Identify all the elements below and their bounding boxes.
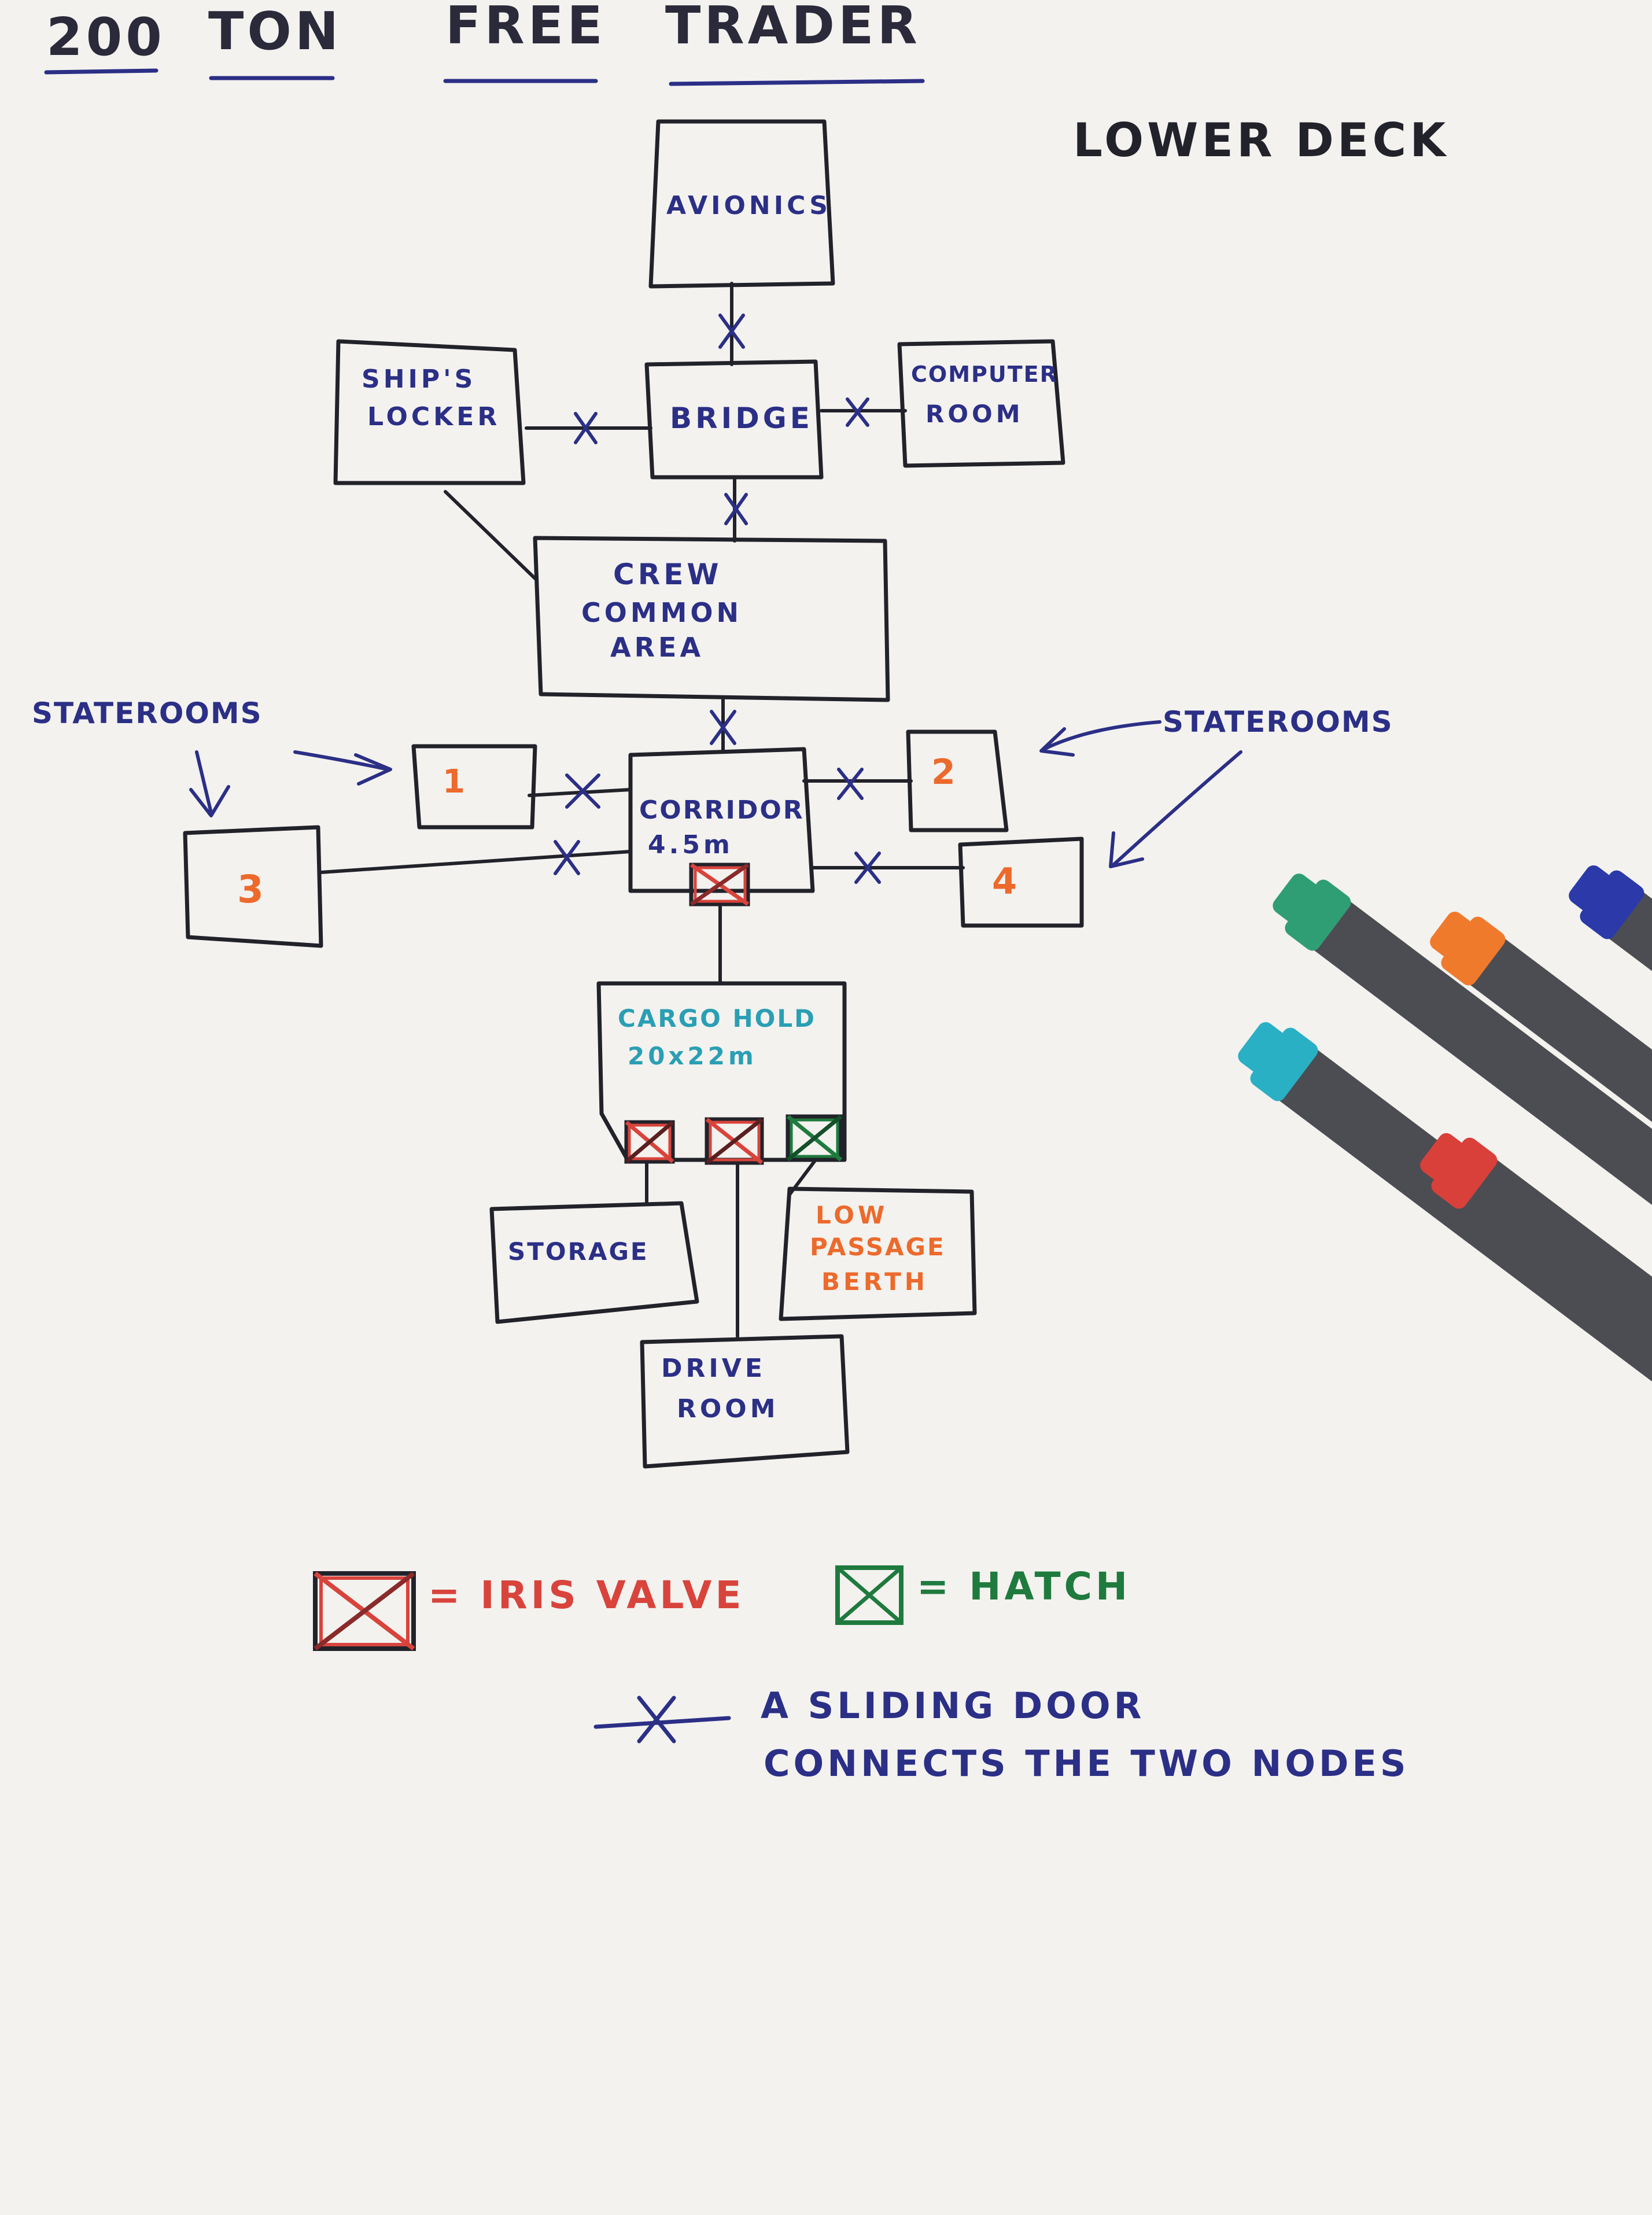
label-crew-1: CREW [613, 558, 722, 591]
label-stateroom-3: 3 [237, 867, 267, 912]
label-drive-room-2: ROOM [677, 1394, 779, 1424]
legend-iris-valve-text: = IRIS VALVE [428, 1573, 745, 1617]
iris-valve-storage [624, 1120, 675, 1164]
pens [1238, 865, 1652, 1495]
label-staterooms-right: STATEROOMS [1163, 705, 1393, 739]
label-cargo-hold-2: 20x22m [628, 1042, 757, 1070]
title-word-4: TRADER [665, 0, 921, 56]
title-word-2: TON [208, 1, 342, 62]
sliding-door-icon [718, 314, 745, 349]
sliding-door-icon [837, 768, 864, 800]
pen-blue [1569, 865, 1652, 1121]
label-low-2: PASSAGE [810, 1233, 946, 1261]
title-word-1: 200 [46, 7, 165, 68]
sliding-door-icon [593, 1696, 731, 1744]
label-crew-2: COMMON [581, 597, 742, 628]
legend: = IRIS VALVE = HATCH A SLIDING DOOR CONN… [313, 1564, 1410, 1785]
room-stateroom-1 [411, 744, 537, 830]
stateroom-callouts: STATEROOMS STATEROOMS [32, 696, 1393, 739]
label-ships-locker-2: LOCKER [367, 402, 500, 432]
label-avionics: AVIONICS [666, 191, 831, 220]
room-storage [489, 1201, 699, 1324]
sliding-doors [554, 314, 881, 884]
room-bridge [644, 359, 824, 480]
arrow-to-stateroom-1 [293, 750, 389, 771]
sliding-door-icon [565, 773, 600, 809]
pen-green [1273, 874, 1652, 1341]
room-low-passage-berth [779, 1186, 977, 1321]
sliding-door-icon [554, 840, 580, 875]
room-stateroom-4 [958, 836, 1084, 928]
rooms [183, 119, 1084, 1469]
legend-sliding-door-line-1: A SLIDING DOOR [761, 1685, 1145, 1727]
title-underlines [44, 68, 925, 86]
room-avionics [648, 119, 835, 289]
sliding-door-icon [710, 710, 736, 745]
label-stateroom-4: 4 [992, 860, 1020, 902]
sliding-door-icon [574, 412, 598, 444]
label-drive-room-1: DRIVE [661, 1354, 766, 1383]
hatch-icon [835, 1565, 904, 1625]
sliding-door-icon [724, 493, 748, 525]
sliding-door-icon [846, 397, 869, 427]
arrow-to-stateroom-2 [1042, 720, 1161, 751]
label-stateroom-1: 1 [443, 763, 469, 801]
iris-valve-icon [313, 1571, 416, 1651]
label-cargo-hold-1: CARGO HOLD [618, 1004, 816, 1033]
label-computer-room-1: COMPUTER [911, 362, 1058, 387]
iris-valve-corridor [689, 863, 750, 906]
legend-sliding-door-line-2: CONNECTS THE TWO NODES [764, 1742, 1410, 1785]
label-storage: STORAGE [508, 1237, 649, 1266]
pen-orange [1430, 911, 1652, 1271]
label-stateroom-2: 2 [931, 752, 959, 793]
label-corridor-1: CORRIDOR [639, 795, 805, 825]
iris-valve-drive [705, 1117, 764, 1165]
room-crew-common-area [533, 536, 890, 702]
hatch-low-passage [786, 1114, 843, 1162]
label-ships-locker-1: SHIP'S [362, 364, 476, 394]
title-word-3: FREE [445, 0, 606, 56]
stateroom-arrows [189, 720, 1242, 868]
room-stateroom-2 [906, 729, 1009, 832]
connector-lines [319, 282, 965, 1338]
arrow-to-stateroom-3 [195, 750, 213, 814]
room-labels: AVIONICS SHIP'S LOCKER BRIDGE COMPUTER R… [237, 191, 1058, 1424]
legend-hatch-text: = HATCH [917, 1564, 1131, 1609]
room-ships-locker [333, 339, 526, 485]
label-bridge: BRIDGE [670, 401, 813, 435]
label-corridor-2: 4.5m [648, 830, 733, 860]
pen-red [1420, 1133, 1652, 1495]
label-low-1: LOW [816, 1201, 888, 1229]
label-staterooms-left: STATEROOMS [32, 696, 263, 730]
arrow-to-stateroom-4 [1112, 750, 1242, 867]
sliding-door-icon [854, 852, 881, 884]
label-computer-room-2: ROOM [925, 400, 1024, 428]
room-computer-room [897, 339, 1065, 468]
deck-label: LOWER DECK [1073, 113, 1449, 167]
label-low-3: BERTH [821, 1267, 928, 1296]
room-corridor [628, 747, 815, 893]
title: 200 TON FREE TRADER [46, 0, 921, 68]
label-crew-3: AREA [610, 632, 704, 663]
room-stateroom-3 [183, 825, 323, 948]
room-drive-room [640, 1334, 850, 1469]
